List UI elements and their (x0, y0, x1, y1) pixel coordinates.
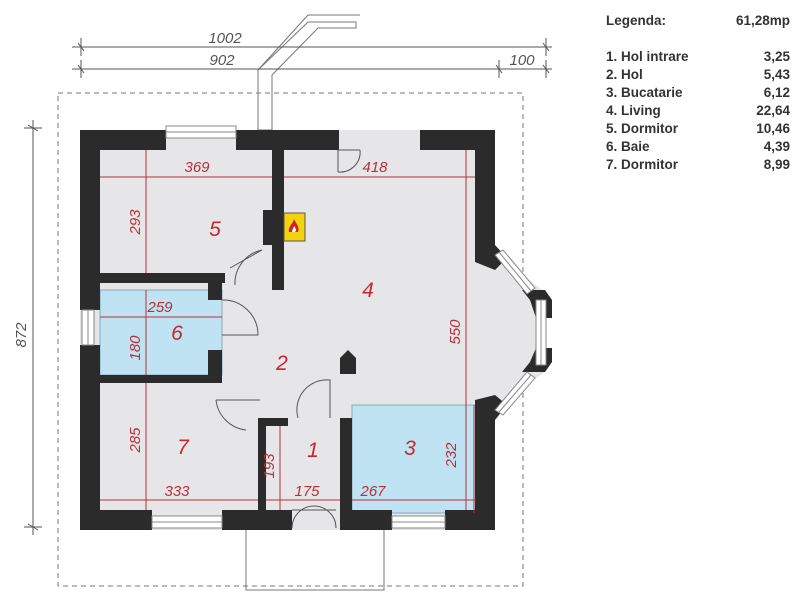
legend-item-value: 22,64 (756, 103, 790, 118)
legend-item-label: 5. Dormitor (606, 121, 679, 136)
legend: Legenda: 61,28mp 1. Hol intrare 3,25 2. H… (606, 12, 790, 174)
legend-item: 4. Living 22,64 (606, 102, 790, 120)
entrance-porch (245, 524, 385, 591)
room-3-height: 232 (443, 442, 460, 469)
legend-total: 61,28mp (735, 13, 790, 28)
legend-item: 6. Baie 4,39 (606, 138, 790, 156)
legend-item-value: 6,12 (763, 85, 790, 100)
dim-width-ext: 100 (509, 52, 535, 69)
room-6-height: 180 (127, 335, 144, 361)
room-7-height: 285 (127, 427, 144, 454)
room-2-number: 2 (275, 352, 288, 375)
room-6-width: 259 (146, 299, 173, 316)
room-5-height: 293 (127, 209, 144, 236)
interior-walls (100, 150, 356, 510)
legend-item: 3. Bucatarie 6,12 (606, 84, 790, 102)
legend-item-value: 10,46 (756, 121, 790, 136)
legend-item-label: 7. Dormitor (606, 157, 679, 172)
dim-width-total: 1002 (208, 30, 242, 47)
legend-item: 2. Hol 5,43 (606, 66, 790, 84)
legend-item: 5. Dormitor 10,46 (606, 120, 790, 138)
legend-item-label: 1. Hol intrare (606, 49, 689, 64)
room-1-width: 175 (294, 483, 320, 500)
legend-item-label: 6. Baie (606, 139, 650, 154)
legend-item: 1. Hol intrare 3,25 (606, 48, 790, 66)
bay-windows (494, 249, 547, 416)
room-4-height: 550 (447, 319, 464, 345)
legend-title: Legenda: (606, 13, 667, 28)
room-4-width: 418 (362, 159, 388, 176)
doors (215, 149, 361, 529)
room-4-number: 4 (362, 279, 374, 302)
legend-item-value: 8,99 (763, 157, 790, 172)
room-6-number: 6 (171, 322, 183, 345)
legend-item-value: 5,43 (763, 67, 790, 82)
room-5-number: 5 (209, 218, 221, 241)
legend-item-label: 3. Bucatarie (606, 85, 683, 100)
room-1-number: 1 (307, 439, 319, 462)
room-1-height: 193 (261, 453, 278, 479)
room-7-number: 7 (177, 436, 190, 459)
room-3-width: 267 (359, 483, 386, 500)
room-7-width: 333 (164, 483, 190, 500)
dim-width-main: 902 (209, 52, 235, 69)
legend-item: 7. Dormitor 8,99 (606, 156, 790, 174)
room-3-number: 3 (404, 437, 416, 460)
legend-item-value: 4,39 (763, 139, 790, 154)
legend-header: Legenda: 61,28mp (606, 12, 790, 30)
legend-item-label: 4. Living (606, 103, 661, 118)
exterior-walls (80, 130, 552, 530)
room-5-width: 369 (184, 159, 210, 176)
top-canopy (257, 21, 357, 131)
legend-item-value: 3,25 (763, 49, 790, 64)
room-3-floor (351, 404, 477, 514)
dim-height-total: 872 (13, 322, 30, 348)
fireplace-icon (283, 212, 306, 242)
legend-item-label: 2. Hol (606, 67, 643, 82)
